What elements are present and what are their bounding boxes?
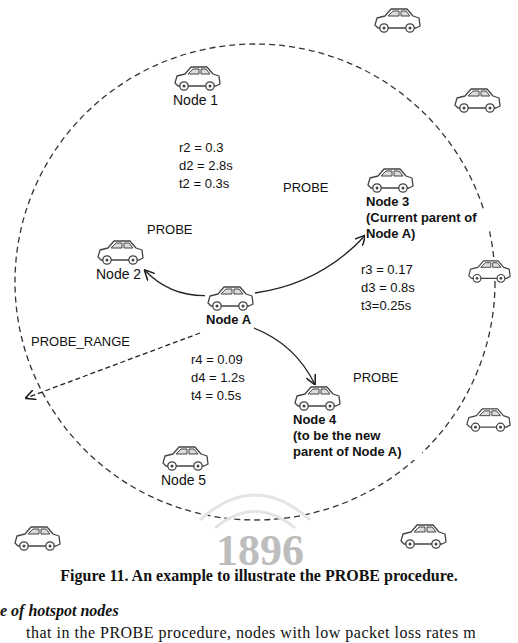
watermark-emblem — [200, 495, 310, 528]
node-note: (to be the new parent of Node A) — [292, 428, 422, 460]
car-node: Node 2 — [95, 238, 145, 282]
outside-cars — [15, 9, 510, 550]
edge-label: PROBE — [282, 180, 330, 195]
car-node: Node A — [205, 284, 255, 328]
range-label: PROBE_RANGE — [30, 334, 131, 350]
metric-value: d2 = 2.8s — [178, 158, 234, 174]
car-icon — [95, 238, 145, 266]
probe-arrow — [145, 270, 205, 295]
car-node: Node 3(Current parent of Node A) — [365, 166, 487, 242]
metric-value: t3=0.25s — [360, 298, 412, 314]
car-node: Node 5 — [160, 444, 210, 488]
car-icon — [365, 166, 415, 194]
metric-value: r3 = 0.17 — [360, 262, 414, 278]
node-name: Node 4 — [292, 412, 337, 428]
body-text: that in the PROBE procedure, nodes with … — [26, 623, 476, 643]
metric-value: r2 = 0.3 — [178, 140, 224, 156]
probe-range-leader — [26, 333, 200, 398]
metric-value: d3 = 0.8s — [360, 280, 416, 296]
edge-label: PROBE — [352, 370, 400, 385]
probe-arrow — [255, 236, 365, 293]
figure-caption: Figure 11. An example to illustrate the … — [0, 566, 518, 586]
node-name: Node 1 — [172, 92, 219, 108]
car-node: Node 1 — [172, 64, 222, 108]
node-name: Node 2 — [95, 266, 142, 282]
metric-value: t2 = 0.3s — [178, 176, 230, 192]
section-heading: e of hotspot nodes — [0, 601, 119, 621]
node-name: Node A — [205, 312, 252, 328]
probe-arrow — [254, 328, 315, 384]
car-icon — [292, 384, 342, 412]
node-name: Node 3 — [365, 194, 410, 210]
car-icon — [205, 284, 255, 312]
car-node: Node 4(to be the new parent of Node A) — [292, 384, 420, 460]
probe-range-circle — [15, 44, 495, 520]
metric-value: r4 = 0.09 — [190, 352, 244, 368]
metric-value: d4 = 1.2s — [190, 370, 246, 386]
metric-value: t4 = 0.5s — [190, 388, 242, 404]
node-name: Node 5 — [160, 472, 207, 488]
car-icon — [172, 64, 222, 92]
car-icon — [160, 444, 210, 472]
node-note: (Current parent of Node A) — [365, 210, 489, 242]
edge-label: PROBE — [146, 222, 194, 237]
